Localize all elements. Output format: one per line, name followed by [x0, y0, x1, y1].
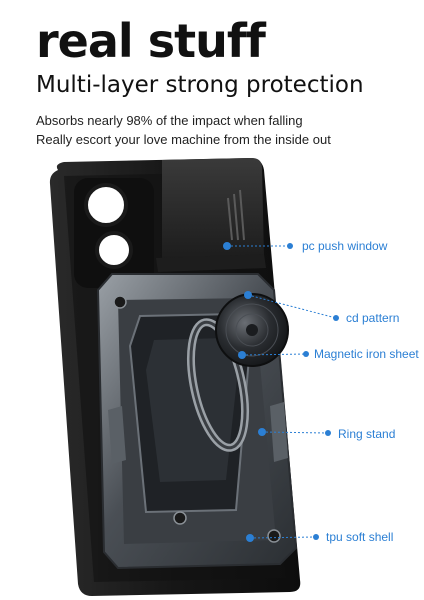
camera-module	[74, 178, 154, 288]
callout-magnetic-iron-sheet: Magnetic iron sheet	[314, 347, 419, 361]
armor-plate	[96, 273, 298, 570]
page-title: real stuff	[36, 14, 266, 68]
pc-push-window	[156, 158, 266, 272]
callout-cd-pattern: cd pattern	[346, 311, 400, 325]
page-subtitle: Multi-layer strong protection	[36, 72, 364, 98]
ring-stand	[187, 318, 249, 452]
description-line-1: Absorbs nearly 98% of the impact when fa…	[36, 113, 303, 128]
phone-case-illustration	[49, 158, 339, 596]
cd-pattern-disc	[215, 293, 289, 367]
callout-ring-stand: Ring stand	[338, 427, 396, 441]
callout-pc-push-window: pc push window	[302, 239, 388, 253]
callout-leaders	[223, 242, 339, 542]
description-line-2: Really escort your love machine from the…	[36, 132, 331, 147]
callout-tpu-soft-shell: tpu soft shell	[326, 530, 394, 544]
